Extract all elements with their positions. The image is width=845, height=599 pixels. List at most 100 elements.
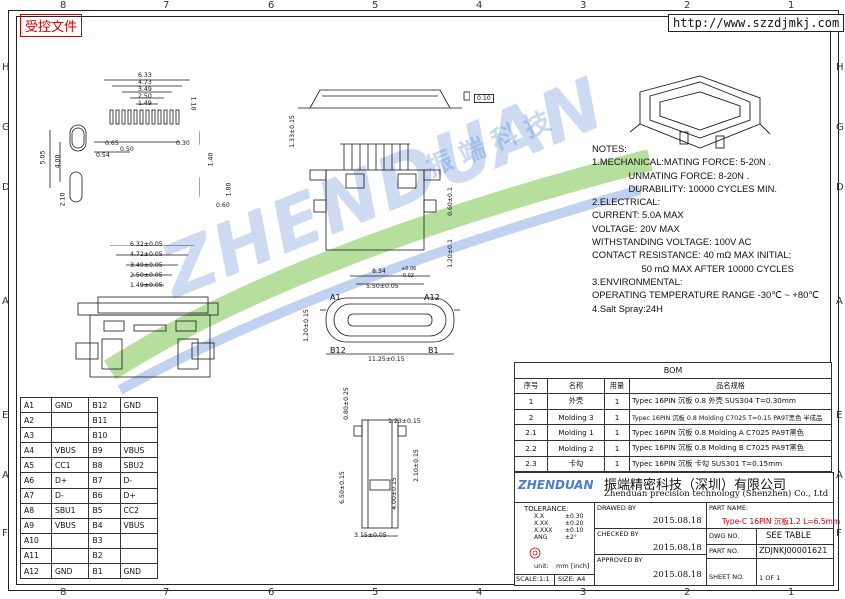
bottom-view-drawing <box>75 245 219 378</box>
section-view-drawing <box>353 419 407 537</box>
dim-front-d: 0.60±0.1 <box>446 187 454 216</box>
note-line: 3.ENVIRONMENTAL: <box>592 275 683 287</box>
dim-left-e: 1.80 <box>225 182 233 197</box>
tol-val: ±2° <box>565 534 577 541</box>
table-row: 2.1 Molding 1 1 Typec 16PIN 沉板 0.8 Moldi… <box>514 424 832 441</box>
checked-by-label: CHECKED BY <box>597 530 639 538</box>
pin-id: B12 <box>88 396 121 414</box>
pin-id: B9 <box>88 442 121 459</box>
pin-signal: GND <box>119 563 159 580</box>
sheet-value-cell <box>756 558 834 586</box>
dim-side-flatness: 0.10 <box>474 94 494 103</box>
pin-signal: GND <box>51 396 90 414</box>
bom-cell: Typec 16PIN 沉板 0.8 Molding A C7025 PA9T黑… <box>629 424 832 441</box>
drawing-frame <box>8 10 839 591</box>
bom-cell: Molding 3 <box>547 408 605 426</box>
pin-signal: VBUS <box>119 517 159 534</box>
tol-key: X.XXX <box>534 527 553 534</box>
zone-left-a2: A <box>2 470 9 481</box>
bom-title: BOM <box>514 362 832 379</box>
pin-id: B5 <box>88 502 121 519</box>
pin-id: A3 <box>19 427 53 444</box>
note-line: CONTACT RESISTANCE: 40 mΩ MAX INITIAL; <box>592 249 792 261</box>
zone-top-2: 2 <box>684 0 691 11</box>
bom-cell: 2.2 <box>514 439 548 457</box>
pin-signal: CC2 <box>119 502 159 519</box>
side-view-drawing <box>298 89 470 109</box>
tol-val: ±0.20 <box>565 520 584 527</box>
pin-signal: GND <box>51 563 90 580</box>
note-line: NOTES: <box>592 143 627 154</box>
dim-sec-c: 2.10±0.15 <box>412 449 420 482</box>
pin-id: B7 <box>88 472 121 489</box>
pin-id: A10 <box>19 532 53 549</box>
bom-header-index: 序号 <box>514 377 548 395</box>
table-row: 2.3 卡勾 1 Typec 16PIN 沉板 卡勾 SUS301 T=0.15… <box>514 455 832 473</box>
company-name-en: Zhenduan precision technology (Shenzhen)… <box>604 489 829 499</box>
dim-front-tol-minus: -0.02 <box>401 273 414 279</box>
zone-right-d: D <box>836 182 844 193</box>
dim-mid-d: 2.50±0.05 <box>130 272 163 279</box>
dwg-no-label: DWG NO. <box>709 532 740 540</box>
front-view-drawing <box>320 275 460 355</box>
sheet-no-label: SHEET NO. <box>709 573 745 581</box>
drawing-border <box>16 16 831 585</box>
tol-val: ±0.30 <box>565 513 584 520</box>
zone-bottom-2: 2 <box>684 587 691 598</box>
pin-signal: D+ <box>119 487 159 504</box>
dim-sec-d: 4.00±0.15 <box>390 477 398 510</box>
bom-cell: Molding 2 <box>547 439 605 457</box>
pin-signal: D- <box>119 472 159 489</box>
pin-signal: VBUS <box>51 442 90 459</box>
pin-signal: SBU1 <box>51 502 90 519</box>
label-a12: A12 <box>424 293 440 302</box>
note-line: DURABILITY: 10000 CYCLES MIN. <box>592 182 777 194</box>
bom-cell: 1 <box>604 455 630 473</box>
label-b1: B1 <box>428 346 439 355</box>
pin-signal <box>51 427 90 444</box>
note-line: WITHSTANDING VOLTAGE: 100V AC <box>592 236 752 248</box>
pin-signal: D+ <box>51 472 90 489</box>
pin-signal <box>119 412 159 429</box>
dim-top-j: 1.10 <box>189 96 197 111</box>
pin-id: B4 <box>88 517 121 534</box>
dim-front-b: 5.50±0.05 <box>366 283 399 290</box>
bom-cell: 2.1 <box>514 424 548 441</box>
sheet-no-value: 1 OF 1 <box>759 574 781 582</box>
dim-side-a: 1.33±0.15 <box>288 115 296 148</box>
dim-mid-c: 3.49±0.05 <box>130 262 163 269</box>
zone-right-g: G <box>836 122 844 133</box>
company-name-cn: 振端精密科技（深圳）有限公司 <box>604 478 787 493</box>
table-row: A10 B3 <box>19 532 159 549</box>
scale-label: SCALE:1:1 <box>516 575 550 583</box>
note-line: 1.MECHANICAL:MATING FORCE: 5-20N . <box>592 156 772 168</box>
zone-left-g: G <box>2 122 10 133</box>
bom-cell: 1 <box>514 393 548 410</box>
part-no-value: ZDJNKJ00001621 <box>759 546 828 555</box>
pin-id: A11 <box>19 547 53 565</box>
pin-signal: SBU2 <box>119 457 159 474</box>
pin-id: B3 <box>88 532 121 549</box>
zone-top-1: 1 <box>788 0 795 11</box>
zone-left-e: E <box>2 410 9 421</box>
top-view-drawing <box>309 143 441 251</box>
bom-header-qty: 用量 <box>604 377 630 395</box>
bom-cell: Typec 16PIN 沉板 卡勾 SUS301 T=0.15mm <box>629 455 832 473</box>
dim-top-g: 0.50 <box>120 146 134 153</box>
zone-top-8: 8 <box>60 0 67 11</box>
pin-signal: CC1 <box>51 457 90 474</box>
dim-left-c: 2.10 <box>59 192 67 207</box>
tol-val: ±0.10 <box>565 527 584 534</box>
pin-id: B1 <box>88 563 121 580</box>
pin-signal <box>51 412 90 429</box>
pin-id: A9 <box>19 517 53 534</box>
pin-signal: D- <box>51 487 90 504</box>
